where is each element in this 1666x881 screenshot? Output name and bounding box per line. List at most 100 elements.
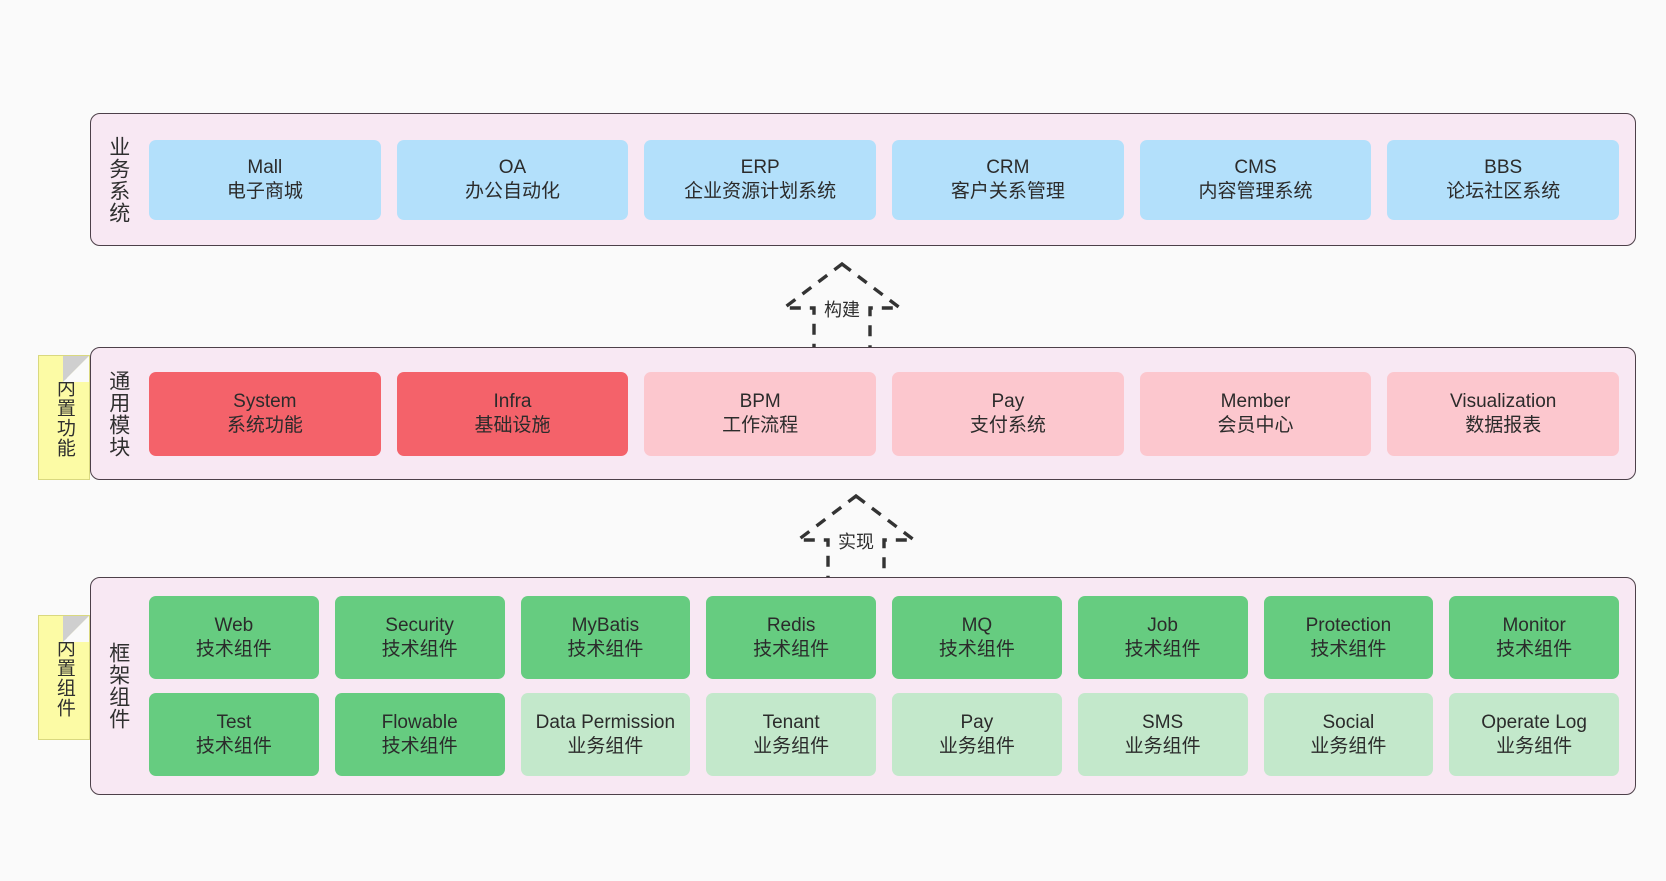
card-subtitle: 技术组件: [753, 638, 830, 660]
card-title: Member: [1220, 390, 1291, 412]
card-subtitle: 技术组件: [195, 735, 272, 757]
card-subtitle: 电子商城: [226, 180, 303, 202]
card-subtitle: 客户关系管理: [950, 180, 1065, 202]
card-subtitle: 工作流程: [722, 414, 799, 436]
card-title: MQ: [961, 614, 993, 636]
card-title: ERP: [740, 156, 780, 178]
card-subtitle: 办公自动化: [465, 180, 561, 202]
card-subtitle: 技术组件: [381, 638, 458, 660]
card-subtitle: 业务组件: [1496, 735, 1573, 757]
section-label-business-systems: 业务系统: [106, 135, 130, 224]
card-title: Web: [214, 614, 254, 636]
card-subtitle: 业务组件: [1310, 735, 1387, 757]
card-title: Security: [385, 614, 454, 636]
card-subtitle: 技术组件: [381, 735, 458, 757]
card-title: BBS: [1484, 156, 1523, 178]
card-title: Redis: [766, 614, 816, 636]
card-subtitle: 内容管理系统: [1198, 180, 1313, 202]
card-subtitle: 业务组件: [753, 735, 830, 757]
card-title: CMS: [1234, 156, 1277, 178]
card-subtitle: 技术组件: [1124, 638, 1201, 660]
card-title: OA: [498, 156, 527, 178]
connector-implement-label: 实现: [838, 532, 874, 552]
card-title: Tenant: [762, 711, 820, 733]
card-title: Operate Log: [1481, 711, 1587, 733]
section-label-framework-components: 框架组件: [106, 642, 130, 730]
card-title: CRM: [986, 156, 1030, 178]
card-subtitle: 业务组件: [1124, 735, 1201, 757]
card-subtitle: 技术组件: [1496, 638, 1573, 660]
card-title: Monitor: [1502, 614, 1566, 636]
card-subtitle: 业务组件: [567, 735, 644, 757]
card-title: Visualization: [1450, 390, 1557, 412]
sticky-note-builtin-components: 内置组件: [38, 615, 90, 740]
card-subtitle: 系统功能: [226, 414, 303, 436]
card-title: SMS: [1142, 711, 1184, 733]
card-subtitle: 论坛社区系统: [1446, 180, 1561, 202]
sticky-note-builtin-features: 内置功能: [38, 355, 90, 480]
card-title: Flowable: [381, 711, 458, 733]
card-subtitle: 基础设施: [474, 414, 551, 436]
card-title: System: [233, 390, 297, 412]
card-title: Job: [1147, 614, 1178, 636]
card-subtitle: 数据报表: [1465, 414, 1542, 436]
card-subtitle: 技术组件: [195, 638, 272, 660]
card-title: MyBatis: [571, 614, 640, 636]
card-title: Mall: [247, 156, 283, 178]
section-label-common-modules: 通用模块: [106, 369, 130, 458]
card-title: Data Permission: [535, 711, 676, 733]
card-subtitle: 业务组件: [938, 735, 1015, 757]
card-subtitle: 企业资源计划系统: [684, 180, 837, 202]
card-subtitle: 技术组件: [938, 638, 1015, 660]
card-subtitle: 会员中心: [1217, 414, 1294, 436]
connector-build-label: 构建: [824, 300, 860, 320]
connector-build: 构建: [752, 258, 932, 358]
card-subtitle: 支付系统: [969, 414, 1046, 436]
card-title: BPM: [739, 390, 781, 412]
connector-implement: 实现: [766, 490, 946, 590]
card-title: Infra: [493, 390, 532, 412]
card-subtitle: 技术组件: [1310, 638, 1387, 660]
card-title: Test: [216, 711, 252, 733]
card-title: Protection: [1305, 614, 1392, 636]
